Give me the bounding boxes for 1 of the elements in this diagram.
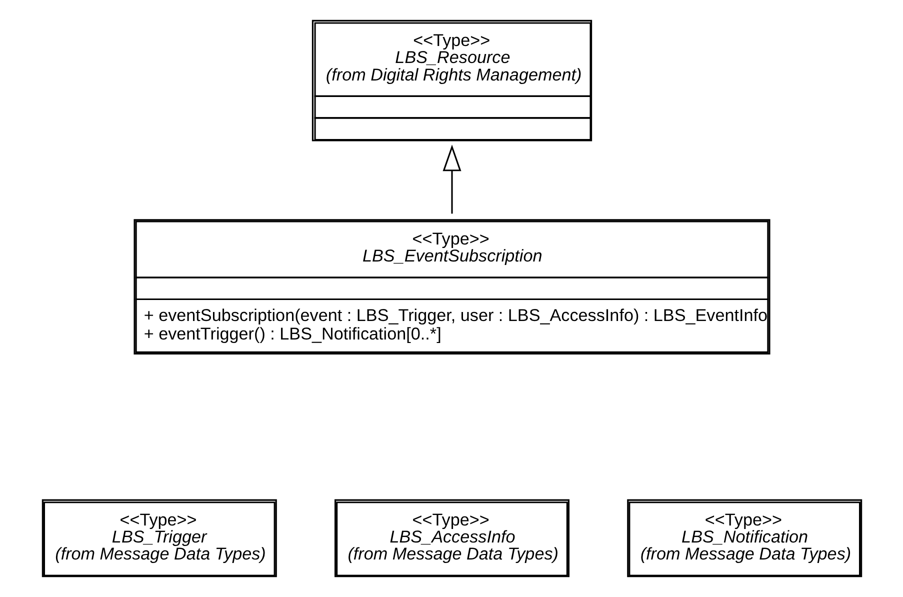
arrow	[442, 144, 461, 214]
